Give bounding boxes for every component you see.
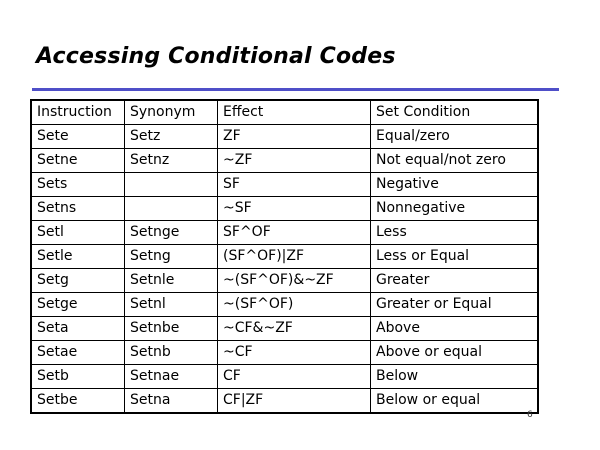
cell-instruction: Setg: [30, 268, 125, 293]
cell-effect: ZF: [217, 124, 371, 149]
cell-instruction: Setl: [30, 220, 125, 245]
cell-instruction: Setge: [30, 292, 125, 317]
cell-set-condition: Below or equal: [370, 388, 539, 414]
header-cell-effect: Effect: [217, 99, 371, 125]
cell-set-condition: Greater: [370, 268, 539, 293]
cell-instruction: Sets: [30, 172, 125, 197]
table-container: Instruction Synonym Effect Set Condition…: [30, 99, 539, 414]
page-number: 6: [527, 410, 533, 420]
cell-set-condition: Greater or Equal: [370, 292, 539, 317]
cell-instruction: Setbe: [30, 388, 125, 414]
cell-set-condition: Not equal/not zero: [370, 148, 539, 173]
cell-synonym: Setnz: [124, 148, 218, 173]
cell-synonym: Setnae: [124, 364, 218, 389]
cell-instruction: Setle: [30, 244, 125, 269]
cell-synonym: Setna: [124, 388, 218, 414]
cell-set-condition: Less or Equal: [370, 244, 539, 269]
cell-synonym: Setnbe: [124, 316, 218, 341]
table-body: Instruction Synonym Effect Set Condition…: [30, 99, 539, 414]
cell-effect: CF: [217, 364, 371, 389]
header-cell-instruction: Instruction: [30, 99, 125, 125]
cell-synonym: Setnl: [124, 292, 218, 317]
cell-instruction: Setns: [30, 196, 125, 221]
cell-instruction: Sete: [30, 124, 125, 149]
cell-set-condition: Equal/zero: [370, 124, 539, 149]
title-underline: [32, 88, 559, 91]
cell-synonym: [124, 172, 218, 197]
cell-synonym: [124, 196, 218, 221]
header-cell-set-condition: Set Condition: [370, 99, 539, 125]
cell-set-condition: Less: [370, 220, 539, 245]
condition-codes-table: Instruction Synonym Effect Set Condition…: [30, 99, 539, 414]
cell-effect: SF: [217, 172, 371, 197]
cell-effect: CF|ZF: [217, 388, 371, 414]
cell-synonym: Setnge: [124, 220, 218, 245]
cell-effect: SF^OF: [217, 220, 371, 245]
cell-effect: ~CF: [217, 340, 371, 365]
table-header-row: Instruction Synonym Effect Set Condition: [30, 99, 539, 125]
cell-effect: ~(SF^OF): [217, 292, 371, 317]
cell-instruction: Setne: [30, 148, 125, 173]
cell-synonym: Setnb: [124, 340, 218, 365]
cell-synonym: Setnle: [124, 268, 218, 293]
cell-effect: (SF^OF)|ZF: [217, 244, 371, 269]
cell-set-condition: Above or equal: [370, 340, 539, 365]
cell-instruction: Seta: [30, 316, 125, 341]
cell-effect: ~SF: [217, 196, 371, 221]
cell-effect: ~CF&~ZF: [217, 316, 371, 341]
header-cell-synonym: Synonym: [124, 99, 218, 125]
cell-effect: ~(SF^OF)&~ZF: [217, 268, 371, 293]
cell-set-condition: Below: [370, 364, 539, 389]
cell-synonym: Setng: [124, 244, 218, 269]
cell-instruction: Setb: [30, 364, 125, 389]
cell-set-condition: Negative: [370, 172, 539, 197]
slide-title: Accessing Conditional Codes: [36, 44, 396, 69]
cell-set-condition: Above: [370, 316, 539, 341]
cell-synonym: Setz: [124, 124, 218, 149]
cell-instruction: Setae: [30, 340, 125, 365]
cell-effect: ~ZF: [217, 148, 371, 173]
cell-set-condition: Nonnegative: [370, 196, 539, 221]
